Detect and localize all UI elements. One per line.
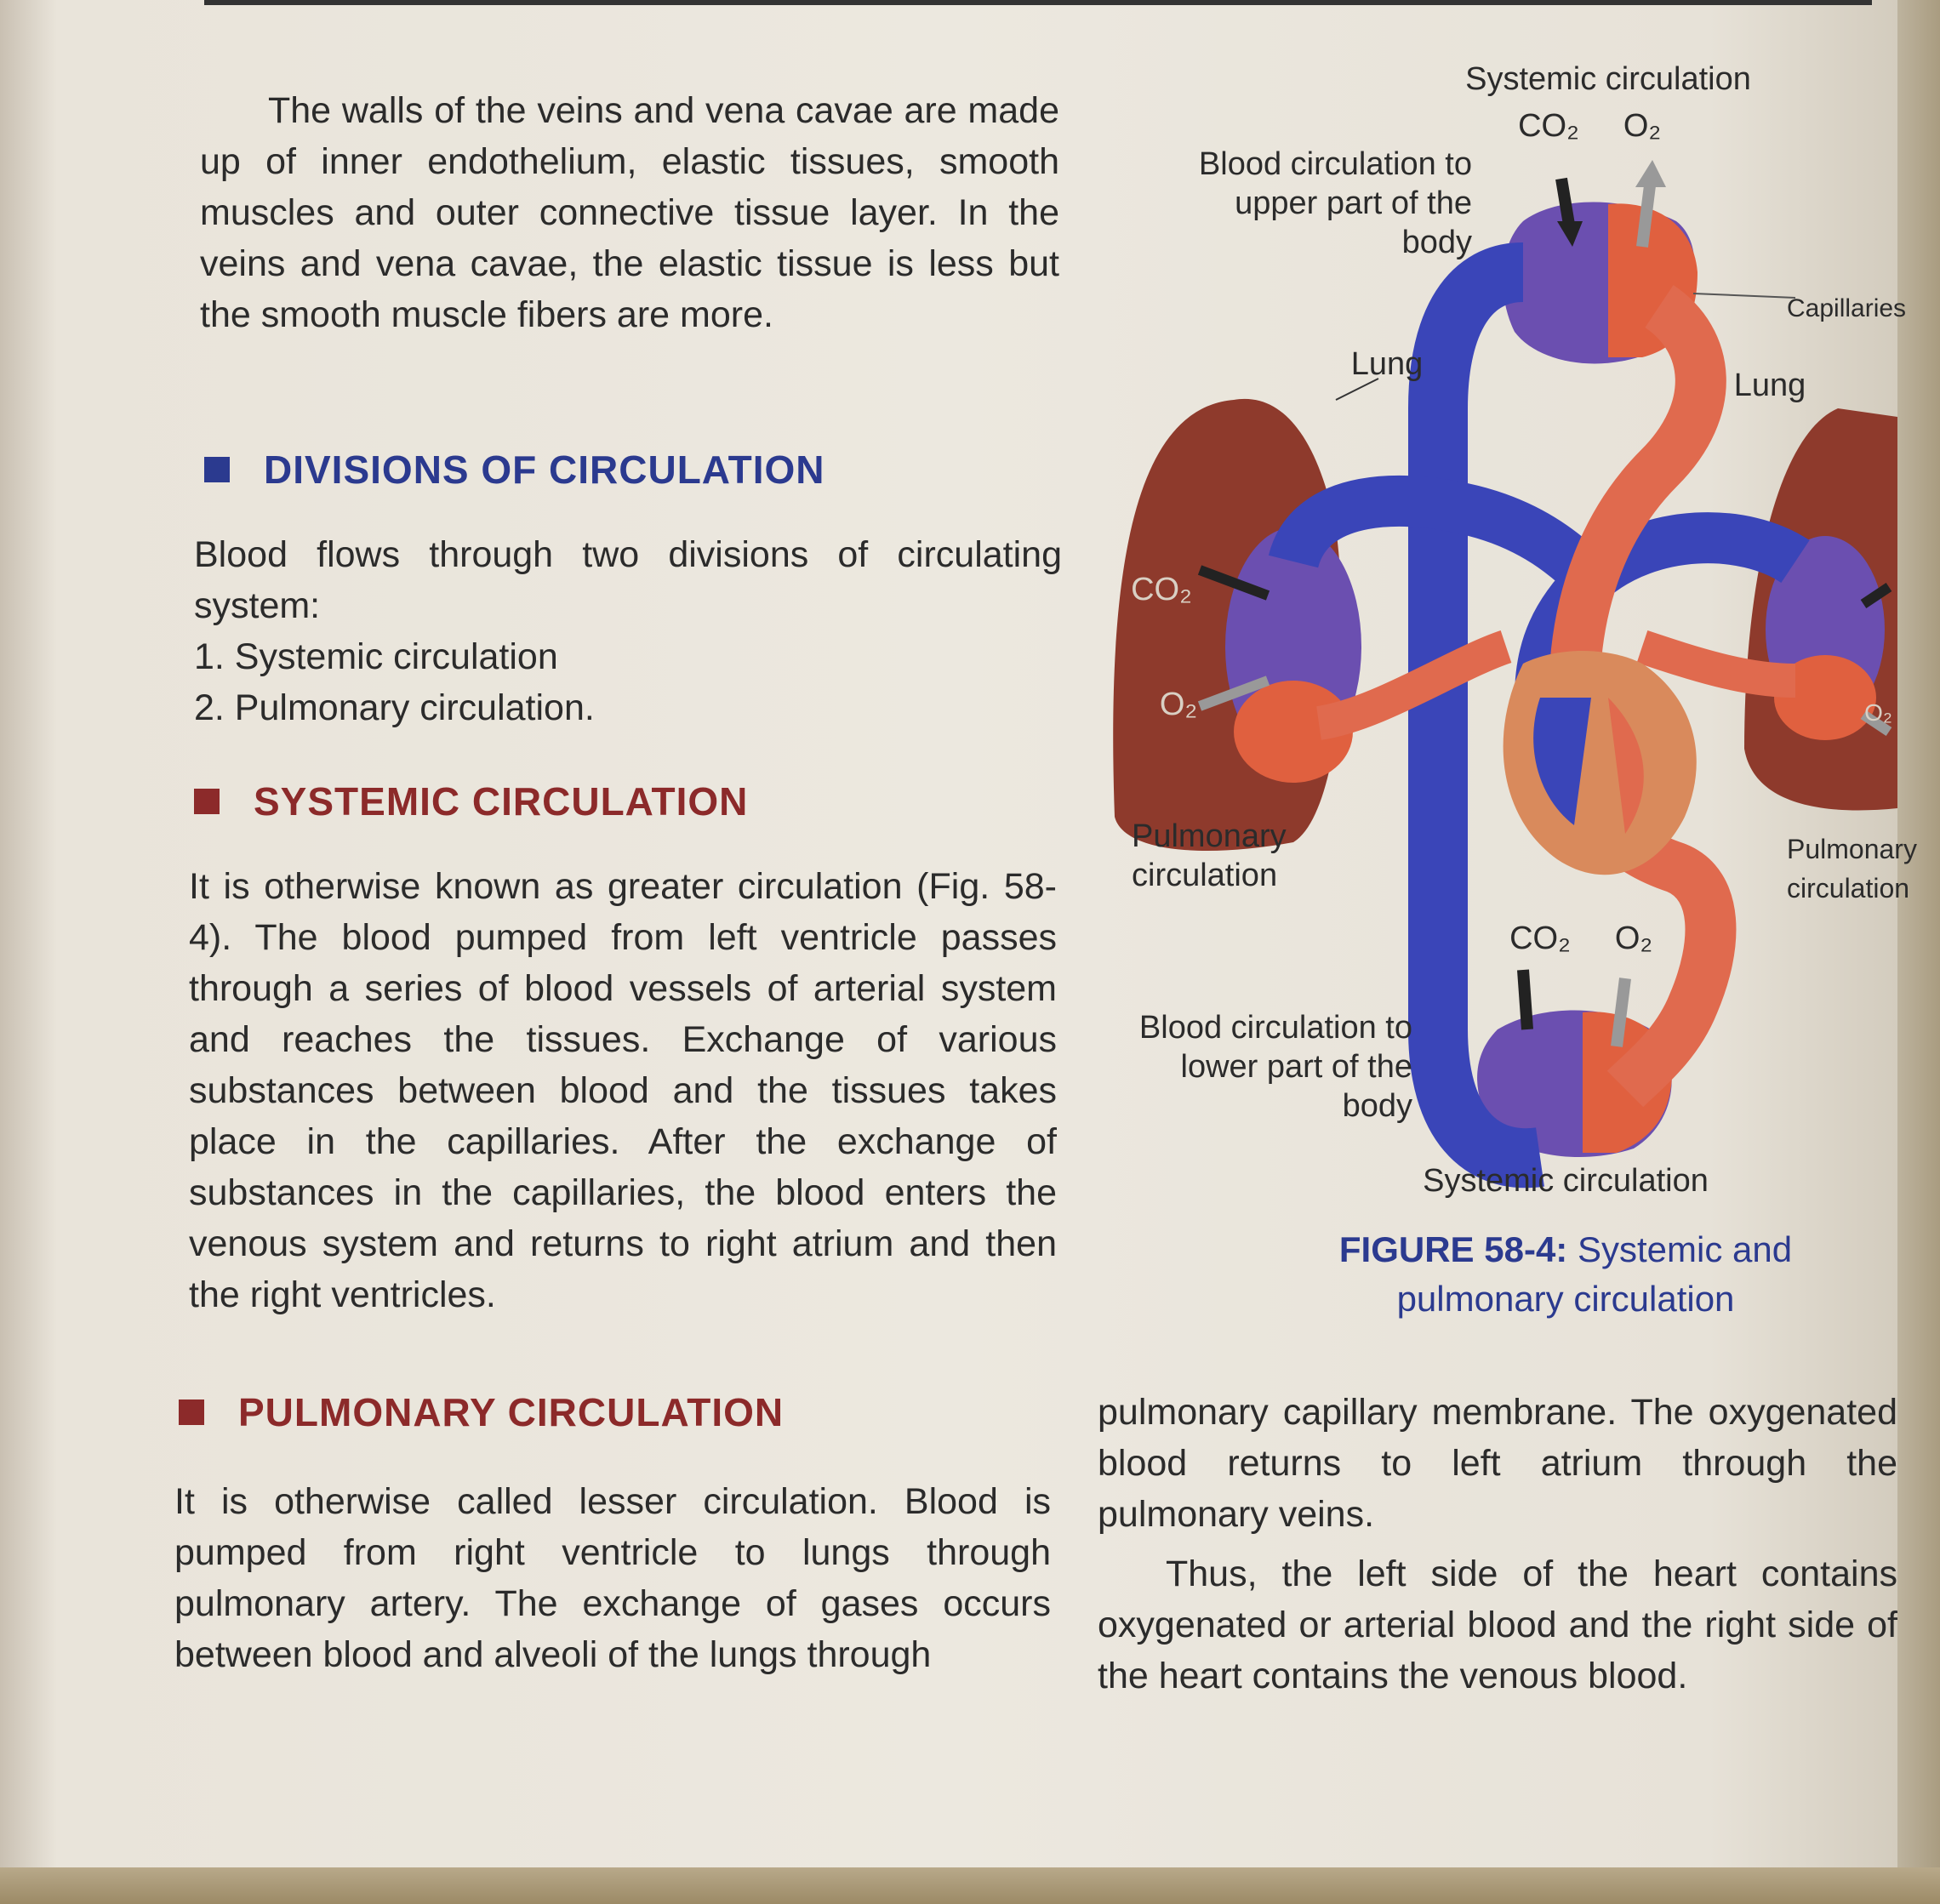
systemic-heading-text: SYSTEMIC CIRCULATION (254, 779, 749, 824)
label-lower-body: Blood circulation to lower part of the b… (1138, 1010, 1412, 1124)
label-upper-body: Blood circulation to upper part of the b… (1198, 146, 1472, 260)
o2-left-arrow-icon (1197, 676, 1270, 711)
pulmonary-heading-text: PULMONARY CIRCULATION (238, 1390, 785, 1434)
top-rule (204, 0, 1872, 5)
vena-cava-vessel (1408, 242, 1544, 1189)
figure-caption: FIGURE 58-4: Systemic and pulmonary circ… (1259, 1225, 1872, 1324)
label-o2-left: O₂ (1159, 687, 1198, 722)
left-ventricle (1608, 698, 1644, 834)
divisions-block: Blood flows through two divisions of cir… (194, 529, 1062, 733)
co2-right-arrow-icon (1860, 583, 1892, 608)
systemic-block: It is otherwise known as greater circula… (189, 861, 1057, 1320)
heading-bullet-icon (179, 1399, 204, 1425)
label-lung-left: Lung (1350, 346, 1424, 382)
label-lung-right: Lung (1733, 368, 1806, 403)
label-pulmonary-left: Pulmonary circulation (1132, 818, 1287, 893)
circulation-diagram: Systemic circulation CO₂ O₂ Blood circul… (1098, 51, 1917, 1242)
intro-paragraph-block: The walls of the veins and vena cavae ar… (200, 85, 1059, 340)
divisions-heading-text: DIVISIONS OF CIRCULATION (264, 447, 825, 492)
label-o2-top: O₂ (1623, 108, 1662, 144)
page-bottom-edge (0, 1867, 1940, 1904)
pulmonary-paragraph-right-2: Thus, the left side of the heart contain… (1098, 1553, 1897, 1696)
capillaries-pointer (1692, 293, 1796, 299)
list-item: 1. Systemic circulation (194, 636, 558, 677)
pulmonary-vein-oxygenated-left (1315, 630, 1512, 740)
intro-paragraph: The walls of the veins and vena cavae ar… (200, 90, 1059, 335)
o2-out-arrowhead-icon (1635, 160, 1666, 187)
pulmonary-right-block: pulmonary capillary membrane. The oxygen… (1098, 1387, 1897, 1702)
right-lung-capillary-bed-oxygenated (1774, 655, 1876, 740)
label-pulmonary-right: Pulmonary circulation (1787, 834, 1917, 904)
co2-in-arrowhead-icon (1557, 221, 1583, 247)
label-co2-bottom: CO₂ (1509, 921, 1571, 956)
list-item: 2. Pulmonary circulation. (194, 687, 595, 728)
o2-out-arrow-icon (1636, 178, 1657, 248)
co2-left-arrow-icon (1197, 565, 1270, 601)
label-systemic-bottom: Systemic circulation (1423, 1163, 1709, 1199)
figure-caption-text: Systemic and pulmonary circulation (1396, 1229, 1793, 1319)
lung-left-pointer (1335, 378, 1379, 401)
systemic-paragraph: It is otherwise known as greater circula… (189, 866, 1057, 1315)
co2-bottom-arrow-icon (1517, 969, 1533, 1030)
divisions-heading: DIVISIONS OF CIRCULATION (204, 447, 825, 493)
divisions-paragraph: Blood flows through two divisions of cir… (194, 534, 1062, 626)
label-capillaries: Capillaries (1787, 294, 1907, 322)
label-co2-top: CO₂ (1518, 108, 1579, 144)
pulmonary-vein-oxygenated-right (1636, 630, 1796, 698)
heading-bullet-icon (194, 789, 220, 814)
pulmonary-paragraph-right-1: pulmonary capillary membrane. The oxygen… (1098, 1392, 1897, 1535)
heading-bullet-icon (204, 457, 230, 482)
aorta-vessel (1549, 285, 1726, 698)
figure-caption-label: FIGURE 58-4: (1338, 1229, 1568, 1269)
label-systemic-top: Systemic circulation (1465, 61, 1751, 97)
heart (1503, 651, 1697, 875)
pulmonary-left-block: It is otherwise called lesser circulatio… (174, 1476, 1051, 1680)
pulmonary-paragraph-left: It is otherwise called lesser circulatio… (174, 1481, 1051, 1675)
label-o2-right: O₂ (1864, 699, 1892, 726)
circulation-diagram-svg (1113, 160, 1897, 1189)
o2-right-arrow-icon (1860, 710, 1892, 736)
pulmonary-heading: PULMONARY CIRCULATION (179, 1389, 784, 1435)
systemic-heading: SYSTEMIC CIRCULATION (194, 778, 748, 824)
label-o2-bottom: O₂ (1614, 921, 1653, 956)
label-co2-left: CO₂ (1131, 572, 1192, 607)
page-edge (1897, 0, 1940, 1904)
o2-bottom-arrow-icon (1611, 978, 1631, 1047)
right-ventricle (1533, 698, 1591, 825)
